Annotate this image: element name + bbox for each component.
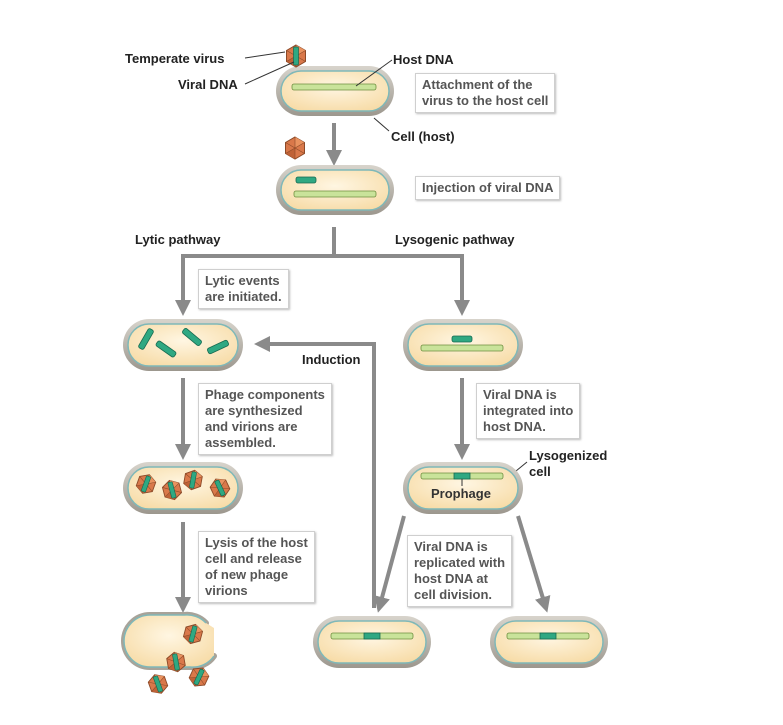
host-dna-strand — [291, 83, 377, 91]
arrow-division-left — [374, 515, 406, 613]
cell-lysogenic-start — [403, 319, 523, 371]
cell-lytic-initiated — [123, 319, 243, 371]
label-host-dna: Host DNA — [393, 52, 454, 67]
label-viral-dna: Viral DNA — [178, 77, 238, 92]
flow-arrows — [175, 123, 551, 613]
step-injection: Injection of viral DNA — [415, 176, 561, 200]
arrow-division-right — [516, 515, 551, 613]
cell-lysed — [121, 611, 217, 696]
arrow-induction — [254, 336, 376, 608]
label-temperate-virus: Temperate virus — [125, 51, 225, 66]
label-prophage: Prophage — [431, 486, 491, 501]
cell-attachment — [276, 66, 394, 116]
cell-virions-assembled — [123, 462, 243, 514]
label-lytic-pathway: Lytic pathway — [135, 232, 221, 247]
free-virus-icon — [285, 136, 305, 160]
cell-daughter-right — [490, 616, 608, 668]
label-lysogenic-pathway: Lysogenic pathway — [395, 232, 515, 247]
label-cell-host: Cell (host) — [391, 129, 455, 144]
arrow-branch — [175, 227, 336, 316]
cell-injection — [276, 165, 394, 215]
cell-daughter-left — [313, 616, 431, 668]
arrow-branch-lysogenic — [334, 254, 470, 316]
cell-lysogenized — [403, 462, 523, 514]
label-induction: Induction — [302, 352, 361, 367]
label-lysogenized-cell: Lysogenized cell — [529, 448, 608, 479]
